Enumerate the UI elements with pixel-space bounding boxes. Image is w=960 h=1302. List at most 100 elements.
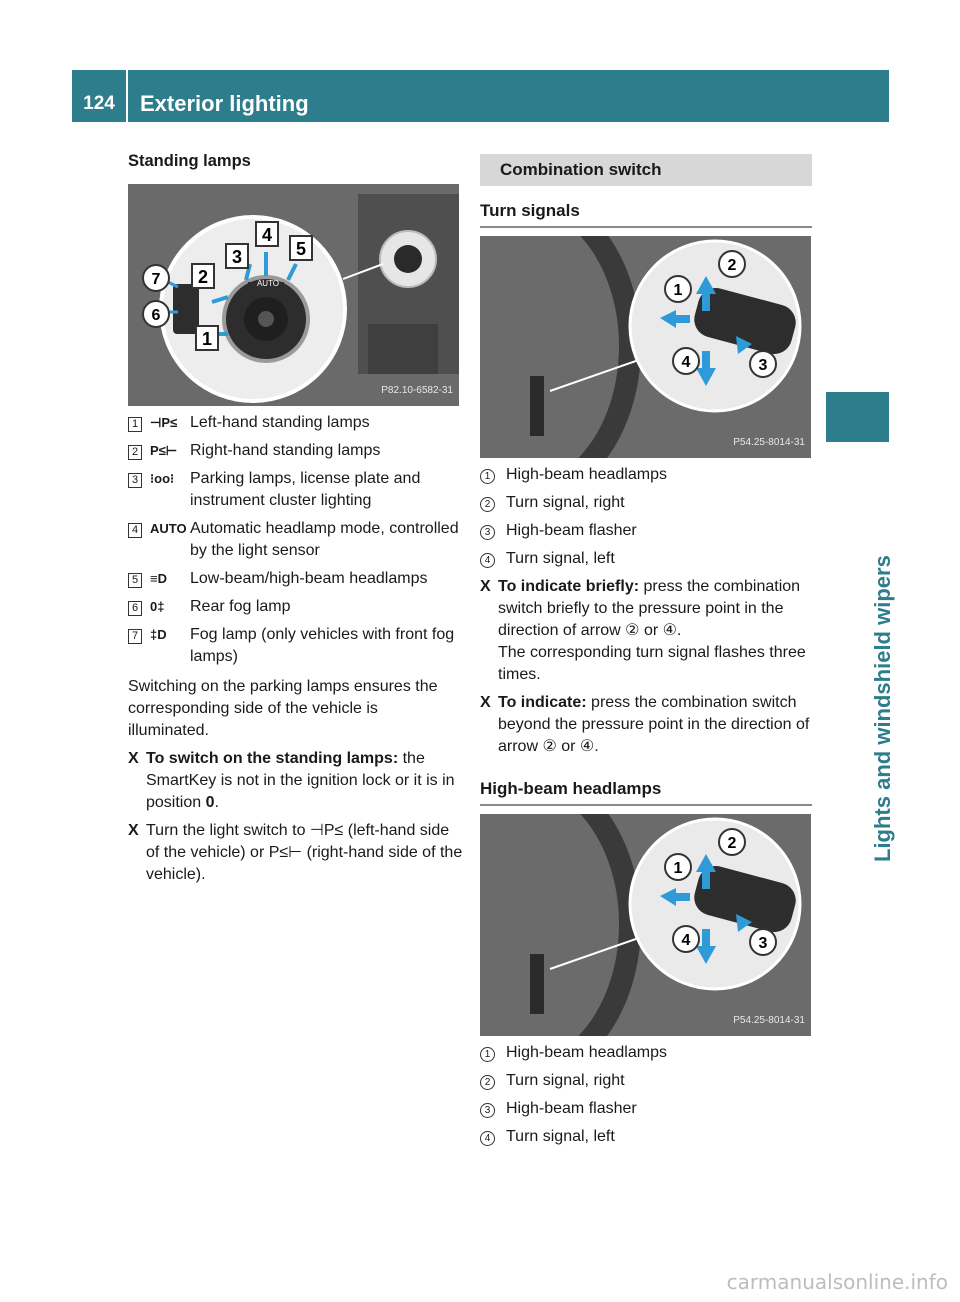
step-body: press the combination switch beyond the … [498, 694, 810, 755]
legend-text: High-beam flasher [506, 522, 637, 539]
legend-num-box: 2 [128, 445, 142, 460]
step-marker: X [128, 750, 139, 767]
standing-lamps-steps: X To switch on the standing lamps: the Sm… [128, 748, 463, 886]
legend-row: 2 P≤⊢ Right-hand standing lamps [128, 440, 463, 462]
step-item: X Turn the light switch to ⊣P≤ (left-hand… [128, 820, 463, 886]
combination-switch-section: Combination switch [480, 154, 812, 186]
step-bold: To indicate: [498, 694, 587, 711]
callout-3: 3 [232, 247, 242, 267]
figure-code: P54.25-8014-31 [733, 437, 805, 448]
legend-num: 6 [128, 596, 150, 618]
step-marker: X [128, 822, 139, 839]
step-text: To indicate briefly: press the combinati… [498, 576, 812, 686]
legend-num: 1 [480, 1042, 506, 1064]
hb-callout-1: 1 [674, 860, 683, 877]
legend-text: Turn signal, right [506, 1072, 625, 1089]
step-body: the SmartKey is not in the ignition lock… [146, 750, 455, 811]
legend-text: Low-beam/high-beam headlamps [190, 570, 428, 587]
legend-num: 2 [128, 440, 150, 462]
ts-callout-2: 2 [728, 257, 737, 274]
legend-text: Turn signal, left [506, 1128, 615, 1145]
legend-num: 2 [480, 1070, 506, 1092]
legend-num-circle: 3 [480, 525, 495, 540]
legend-text: Right-hand standing lamps [190, 442, 381, 459]
legend-num: 1 [128, 412, 150, 434]
hb-callout-2: 2 [728, 835, 737, 852]
callout-1: 1 [202, 329, 212, 349]
legend-num-circle: 4 [480, 1131, 495, 1146]
callout-4: 4 [262, 225, 272, 245]
legend-text: Turn signal, right [506, 494, 625, 511]
legend-num-box: 3 [128, 473, 142, 488]
ts-callout-1: 1 [674, 282, 683, 299]
step-item: X To indicate: press the combination swit… [480, 692, 812, 758]
legend-symbol: ⊣P≤ [150, 415, 178, 430]
legend-num-circle: 1 [480, 1047, 495, 1062]
hb-callout-3: 3 [759, 935, 768, 952]
step-text: Turn the light switch to ⊣P≤ (left-hand … [146, 820, 463, 886]
combination-switch-illustration-2: 1 2 3 4 [480, 814, 811, 1036]
side-tab: Lights and windshield wipers [826, 122, 895, 1122]
step-extra: The corresponding turn signal flashes th… [498, 644, 806, 683]
right-column: Combination switch Turn signals 1 2 3 4 [480, 150, 812, 1148]
legend-symbol: 0‡ [150, 599, 165, 614]
ts-callout-4: 4 [682, 354, 691, 371]
legend-num: 4 [480, 1126, 506, 1148]
page-number: 124 [72, 70, 128, 122]
step-marker: X [480, 694, 491, 711]
figure-code: P54.25-8014-31 [733, 1015, 805, 1026]
legend-text: High-beam headlamps [506, 466, 667, 483]
legend-symbol: P≤⊢ [150, 443, 178, 458]
step-bold: To indicate briefly: [498, 578, 640, 595]
legend-symbol: ≡D [150, 571, 167, 586]
step-text: To indicate: press the combination switc… [498, 692, 812, 758]
legend-row: 3 High-beam flasher [480, 520, 812, 542]
figure-code: P82.10-6582-31 [381, 385, 453, 396]
ts-callout-3: 3 [759, 357, 768, 374]
legend-num: 2 [480, 492, 506, 514]
legend-text: Rear fog lamp [190, 598, 291, 615]
turn-signals-heading: Turn signals [480, 200, 812, 228]
legend-num: 5 [128, 568, 150, 590]
step-body: Turn the light switch to ⊣P≤ (left-hand … [146, 822, 463, 883]
callout-2: 2 [198, 267, 208, 287]
legend-num: 3 [480, 520, 506, 542]
left-column: Standing lamps 2 3 [128, 150, 463, 886]
side-tab-label: Lights and windshield wipers [870, 555, 895, 862]
step-bold: To switch on the standing lamps: [146, 750, 399, 767]
page-header: 124 Exterior lighting [72, 70, 889, 122]
page-title: Exterior lighting [140, 91, 309, 116]
high-beam-figure: 1 2 3 4 P54.25-8014-31 [480, 814, 811, 1036]
legend-num-box: 4 [128, 523, 142, 538]
step-end: . [214, 794, 219, 811]
legend-num: 4 [480, 548, 506, 570]
legend-symbol: ⁝oo⁝ [150, 471, 175, 486]
callout-7: 7 [152, 271, 161, 288]
legend-row: 1⊣P≤Left-hand standing lamps [128, 412, 463, 434]
legend-num-box: 1 [128, 417, 142, 432]
legend-text: Fog lamp (only vehicles with front fog l… [190, 626, 455, 665]
legend-row: 4 Turn signal, left [480, 1126, 812, 1148]
step-item: X To switch on the standing lamps: the Sm… [128, 748, 463, 814]
footer-watermark: carmanualsonline.info [726, 1270, 948, 1294]
legend-num-box: 5 [128, 573, 142, 588]
side-tab-block [826, 392, 889, 442]
legend-num-circle: 4 [480, 553, 495, 568]
legend-text: Parking lamps, license plate and instrum… [190, 470, 421, 509]
light-switch-illustration: 2 3 4 5 1 7 6 AUTO [128, 184, 459, 406]
legend-symbol: AUTO [150, 521, 187, 536]
legend-symbol: ‡D [150, 627, 167, 642]
hb-callout-4: 4 [682, 932, 691, 949]
legend-num: 7 [128, 624, 150, 668]
legend-row: 3 ⁝oo⁝ Parking lamps, license plate and in… [128, 468, 463, 512]
